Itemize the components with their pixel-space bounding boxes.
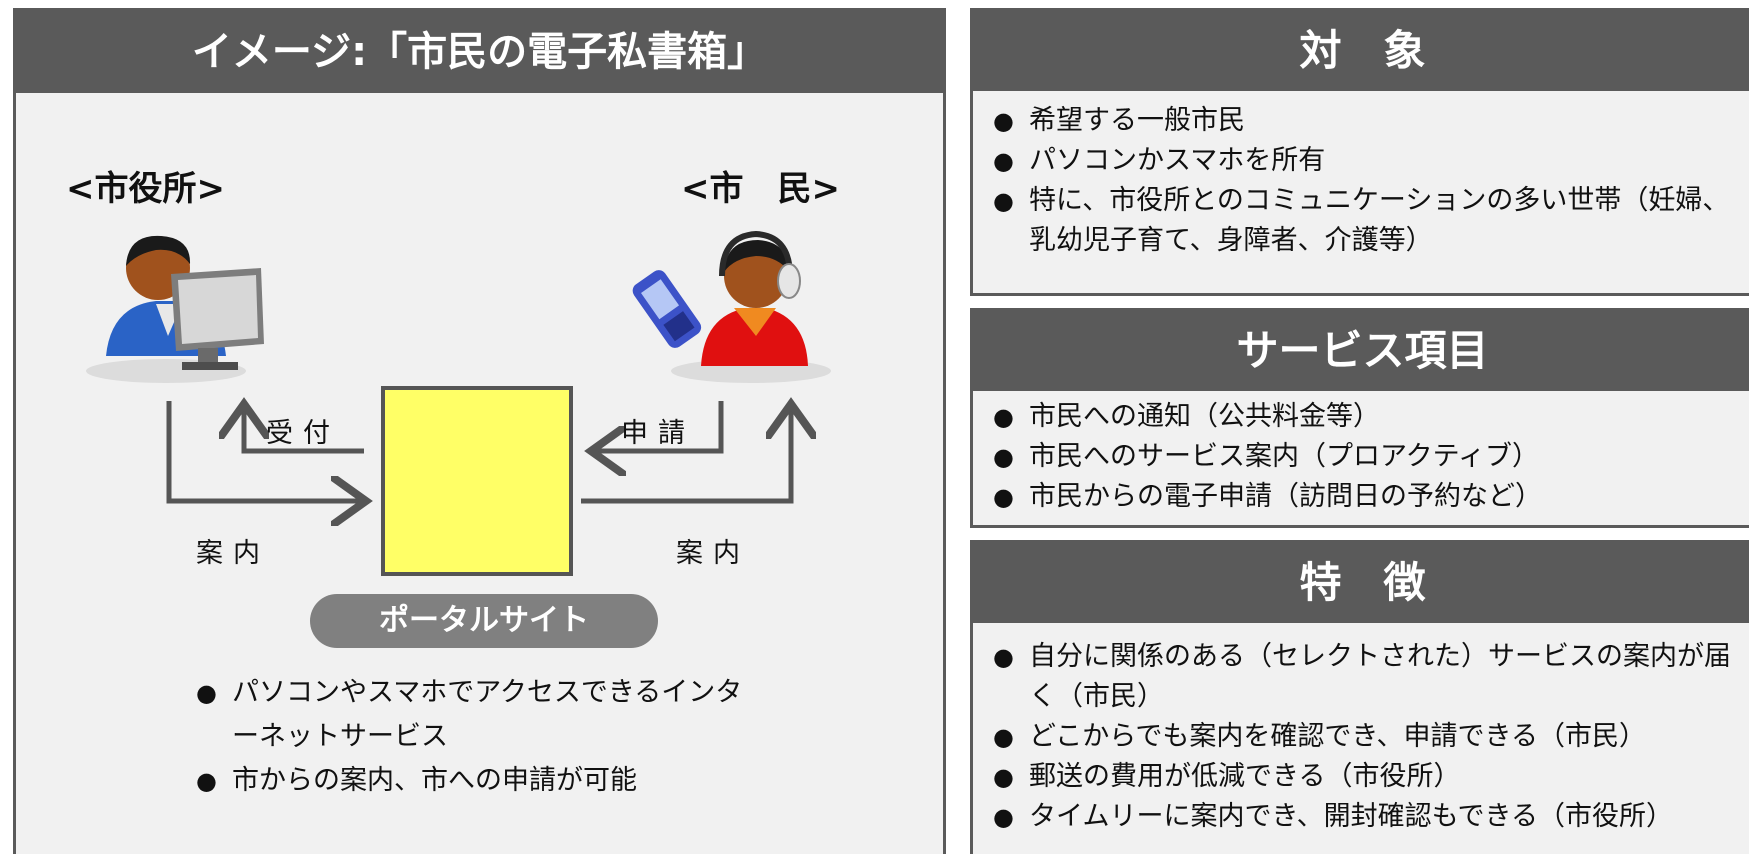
citizen-heading: <市 民> (681, 169, 840, 209)
list-item: どこからでも案内を確認でき、申請できる（市民） (993, 717, 1732, 757)
city-hall-worker-icon (86, 235, 264, 383)
list-item: 市民へのサービス案内（プロアクティブ） (993, 437, 1732, 477)
list-item: 市からの案内、市への申請が可能 (196, 759, 756, 803)
image-panel-title: イメージ:「市民の電子私書箱」 (16, 11, 943, 93)
citizen-phone-icon (632, 230, 831, 383)
feature-panel-title: 特 徴 (973, 543, 1749, 623)
image-panel: イメージ:「市民の電子私書箱」 <市役所> <市 民> (13, 8, 946, 854)
portal-site-label: ポータルサイト (310, 594, 658, 648)
label-annai-right: 案内 (676, 538, 750, 569)
list-item: 市民からの電子申請（訪問日の予約など） (993, 477, 1732, 517)
list-item: 特に、市役所とのコミュニケーションの多い世帯（妊婦、乳幼児子育て、身障者、介護等… (993, 181, 1732, 261)
label-uketsuke: 受付 (266, 418, 340, 449)
list-item: 希望する一般市民 (993, 101, 1732, 141)
label-annai-left: 案内 (196, 538, 270, 569)
target-list: 希望する一般市民 パソコンかスマホを所有 特に、市役所とのコミュニケーションの多… (973, 91, 1749, 261)
label-shinsei: 申請 (621, 418, 695, 449)
list-item: 郵送の費用が低減できる（市役所） (993, 757, 1732, 797)
city-hall-heading: <市役所> (66, 169, 225, 209)
portal-box (381, 386, 573, 576)
arrow-uketsuke (244, 409, 364, 454)
feature-panel: 特 徴 自分に関係のある（セレクトされた）サービスの案内が届く（市民） どこから… (970, 540, 1749, 854)
target-panel: 対 象 希望する一般市民 パソコンかスマホを所有 特に、市役所とのコミュニケーシ… (970, 8, 1749, 296)
list-item: タイムリーに案内でき、開封確認もできる（市役所） (993, 797, 1732, 837)
target-panel-title: 対 象 (973, 11, 1749, 91)
service-panel-title: サービス項目 (973, 311, 1749, 391)
service-list: 市民への通知（公共料金等） 市民へのサービス案内（プロアクティブ） 市民からの電… (973, 391, 1749, 517)
feature-list: 自分に関係のある（セレクトされた）サービスの案内が届く（市民） どこからでも案内… (973, 623, 1749, 837)
arrow-annai-left (166, 401, 361, 501)
list-item: パソコンやスマホでアクセスできるインターネットサービス (196, 671, 756, 759)
portal-bullet-list: パソコンやスマホでアクセスできるインターネットサービス 市からの案内、市への申請… (196, 671, 756, 803)
flow-arrows (166, 11, 946, 811)
service-panel: サービス項目 市民への通知（公共料金等） 市民へのサービス案内（プロアクティブ）… (970, 308, 1749, 528)
list-item: 自分に関係のある（セレクトされた）サービスの案内が届く（市民） (993, 637, 1732, 717)
arrow-shinsei (596, 401, 724, 451)
list-item: 市民への通知（公共料金等） (993, 397, 1732, 437)
arrow-annai-right (581, 409, 791, 504)
list-item: パソコンかスマホを所有 (993, 141, 1732, 181)
